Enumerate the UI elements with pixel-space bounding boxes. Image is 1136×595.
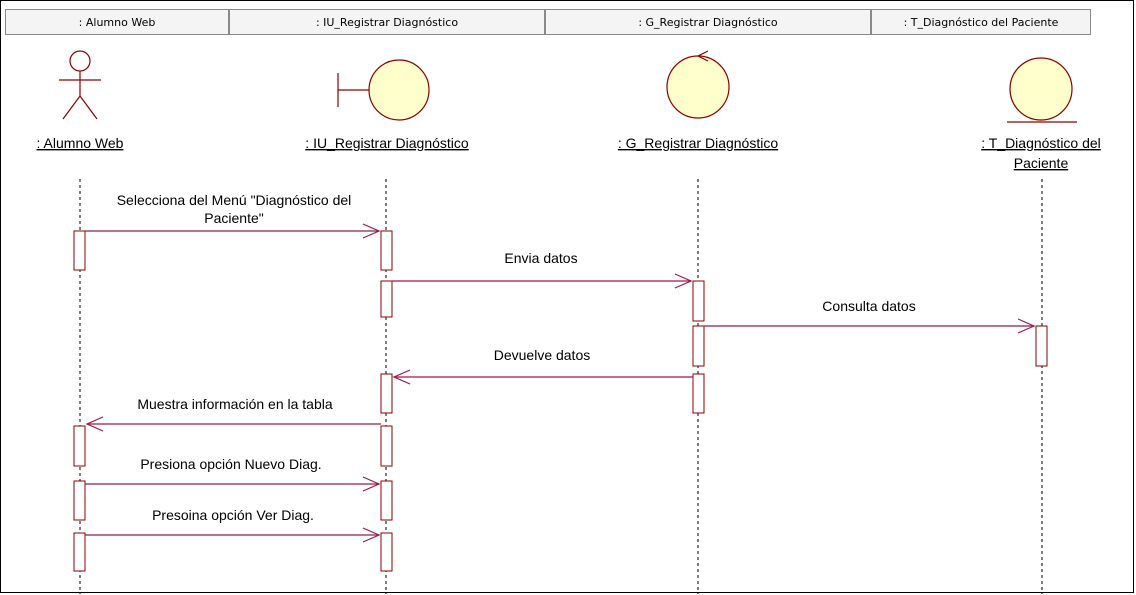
header-cell-alumno-web[interactable]: : Alumno Web [5, 9, 229, 35]
activation-bar [692, 280, 705, 322]
arrowhead-icon [1017, 318, 1036, 334]
arrowhead-icon [362, 476, 381, 492]
header-bar: : Alumno Web : IU_Registrar Diagnóstico … [5, 9, 1133, 35]
arrowhead-icon [674, 273, 693, 289]
message-label-1-line2: Paciente" [204, 210, 263, 226]
activation-bar [380, 230, 393, 271]
activation-bar [73, 532, 86, 572]
message-label-5: Muestra información en la tabla [137, 396, 333, 412]
arrowhead-icon [392, 369, 411, 385]
message-label-4: Devuelve datos [494, 347, 591, 363]
actor-name-label: : Alumno Web [37, 135, 124, 151]
entity-name-label-line2: Paciente [1014, 155, 1069, 171]
arrowhead-icon [85, 416, 104, 432]
message-label-7: Presoina opción Ver Diag. [152, 507, 314, 523]
activation-bar [380, 280, 393, 318]
boundary-name-label: : IU_Registrar Diagnóstico [305, 135, 469, 151]
header-cell-g-registrar[interactable]: : G_Registrar Diagnóstico [545, 9, 871, 35]
message-label-1-line1: Selecciona del Menú "Diagnóstico del [117, 192, 352, 208]
arrowhead-icon [362, 527, 381, 543]
activation-bar [380, 532, 393, 572]
activation-bar [692, 325, 705, 367]
control-name-label: : G_Registrar Diagnóstico [618, 135, 779, 151]
activation-bar [73, 480, 86, 521]
activation-bar [380, 425, 393, 467]
header-cell-t-diagnostico[interactable]: : T_Diagnóstico del Paciente [871, 9, 1091, 35]
activation-bar [380, 373, 393, 414]
entity-icon[interactable] [1007, 57, 1077, 123]
actor-icon[interactable] [59, 50, 101, 120]
boundary-icon[interactable] [337, 59, 430, 121]
control-icon[interactable] [666, 50, 730, 119]
message-label-6: Presiona opción Nuevo Diag. [140, 456, 321, 472]
activation-bars [73, 230, 1048, 572]
activation-bar [73, 425, 86, 467]
header-cell-iu-registrar[interactable]: : IU_Registrar Diagnóstico [229, 9, 545, 35]
activation-bar [73, 230, 86, 271]
entity-name-label-line1: : T_Diagnóstico del [981, 135, 1101, 151]
message-label-3: Consulta datos [822, 298, 915, 314]
activation-bar [692, 373, 705, 414]
activation-bar [380, 480, 393, 521]
messages [85, 223, 1036, 543]
arrowhead-icon [362, 223, 381, 239]
message-label-2: Envia datos [504, 250, 577, 266]
activation-bar [1035, 325, 1048, 367]
